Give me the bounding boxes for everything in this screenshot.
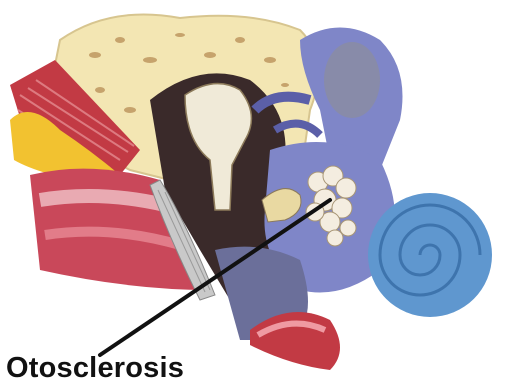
figure-label: Otosclerosis [6,352,184,385]
cochlea [368,193,492,317]
